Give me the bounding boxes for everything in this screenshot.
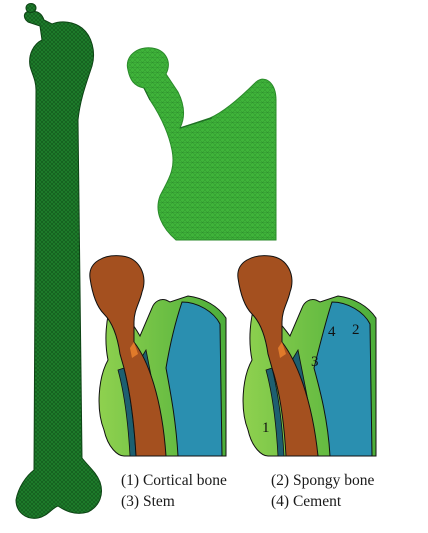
legend-spongy-bone: (2) Spongy bone xyxy=(271,470,421,491)
legend-cortical-bone: (1) Cortical bone xyxy=(121,470,271,491)
proximal-femur-mesh xyxy=(127,48,276,240)
legend-row: (1) Cortical bone (2) Spongy bone xyxy=(121,470,421,491)
femur-mesh-full xyxy=(16,4,102,519)
marker-1: 1 xyxy=(262,420,270,436)
implanted-section-labelled: 1 2 3 4 xyxy=(238,256,376,456)
legend-stem: (3) Stem xyxy=(121,491,271,512)
marker-2: 2 xyxy=(352,322,360,338)
implanted-section xyxy=(90,256,226,456)
legend-row: (3) Stem (4) Cement xyxy=(121,491,421,512)
legend-cement: (4) Cement xyxy=(271,491,421,512)
marker-3: 3 xyxy=(311,354,319,370)
marker-4: 4 xyxy=(328,324,336,340)
legend: (1) Cortical bone (2) Spongy bone (3) St… xyxy=(121,470,421,512)
